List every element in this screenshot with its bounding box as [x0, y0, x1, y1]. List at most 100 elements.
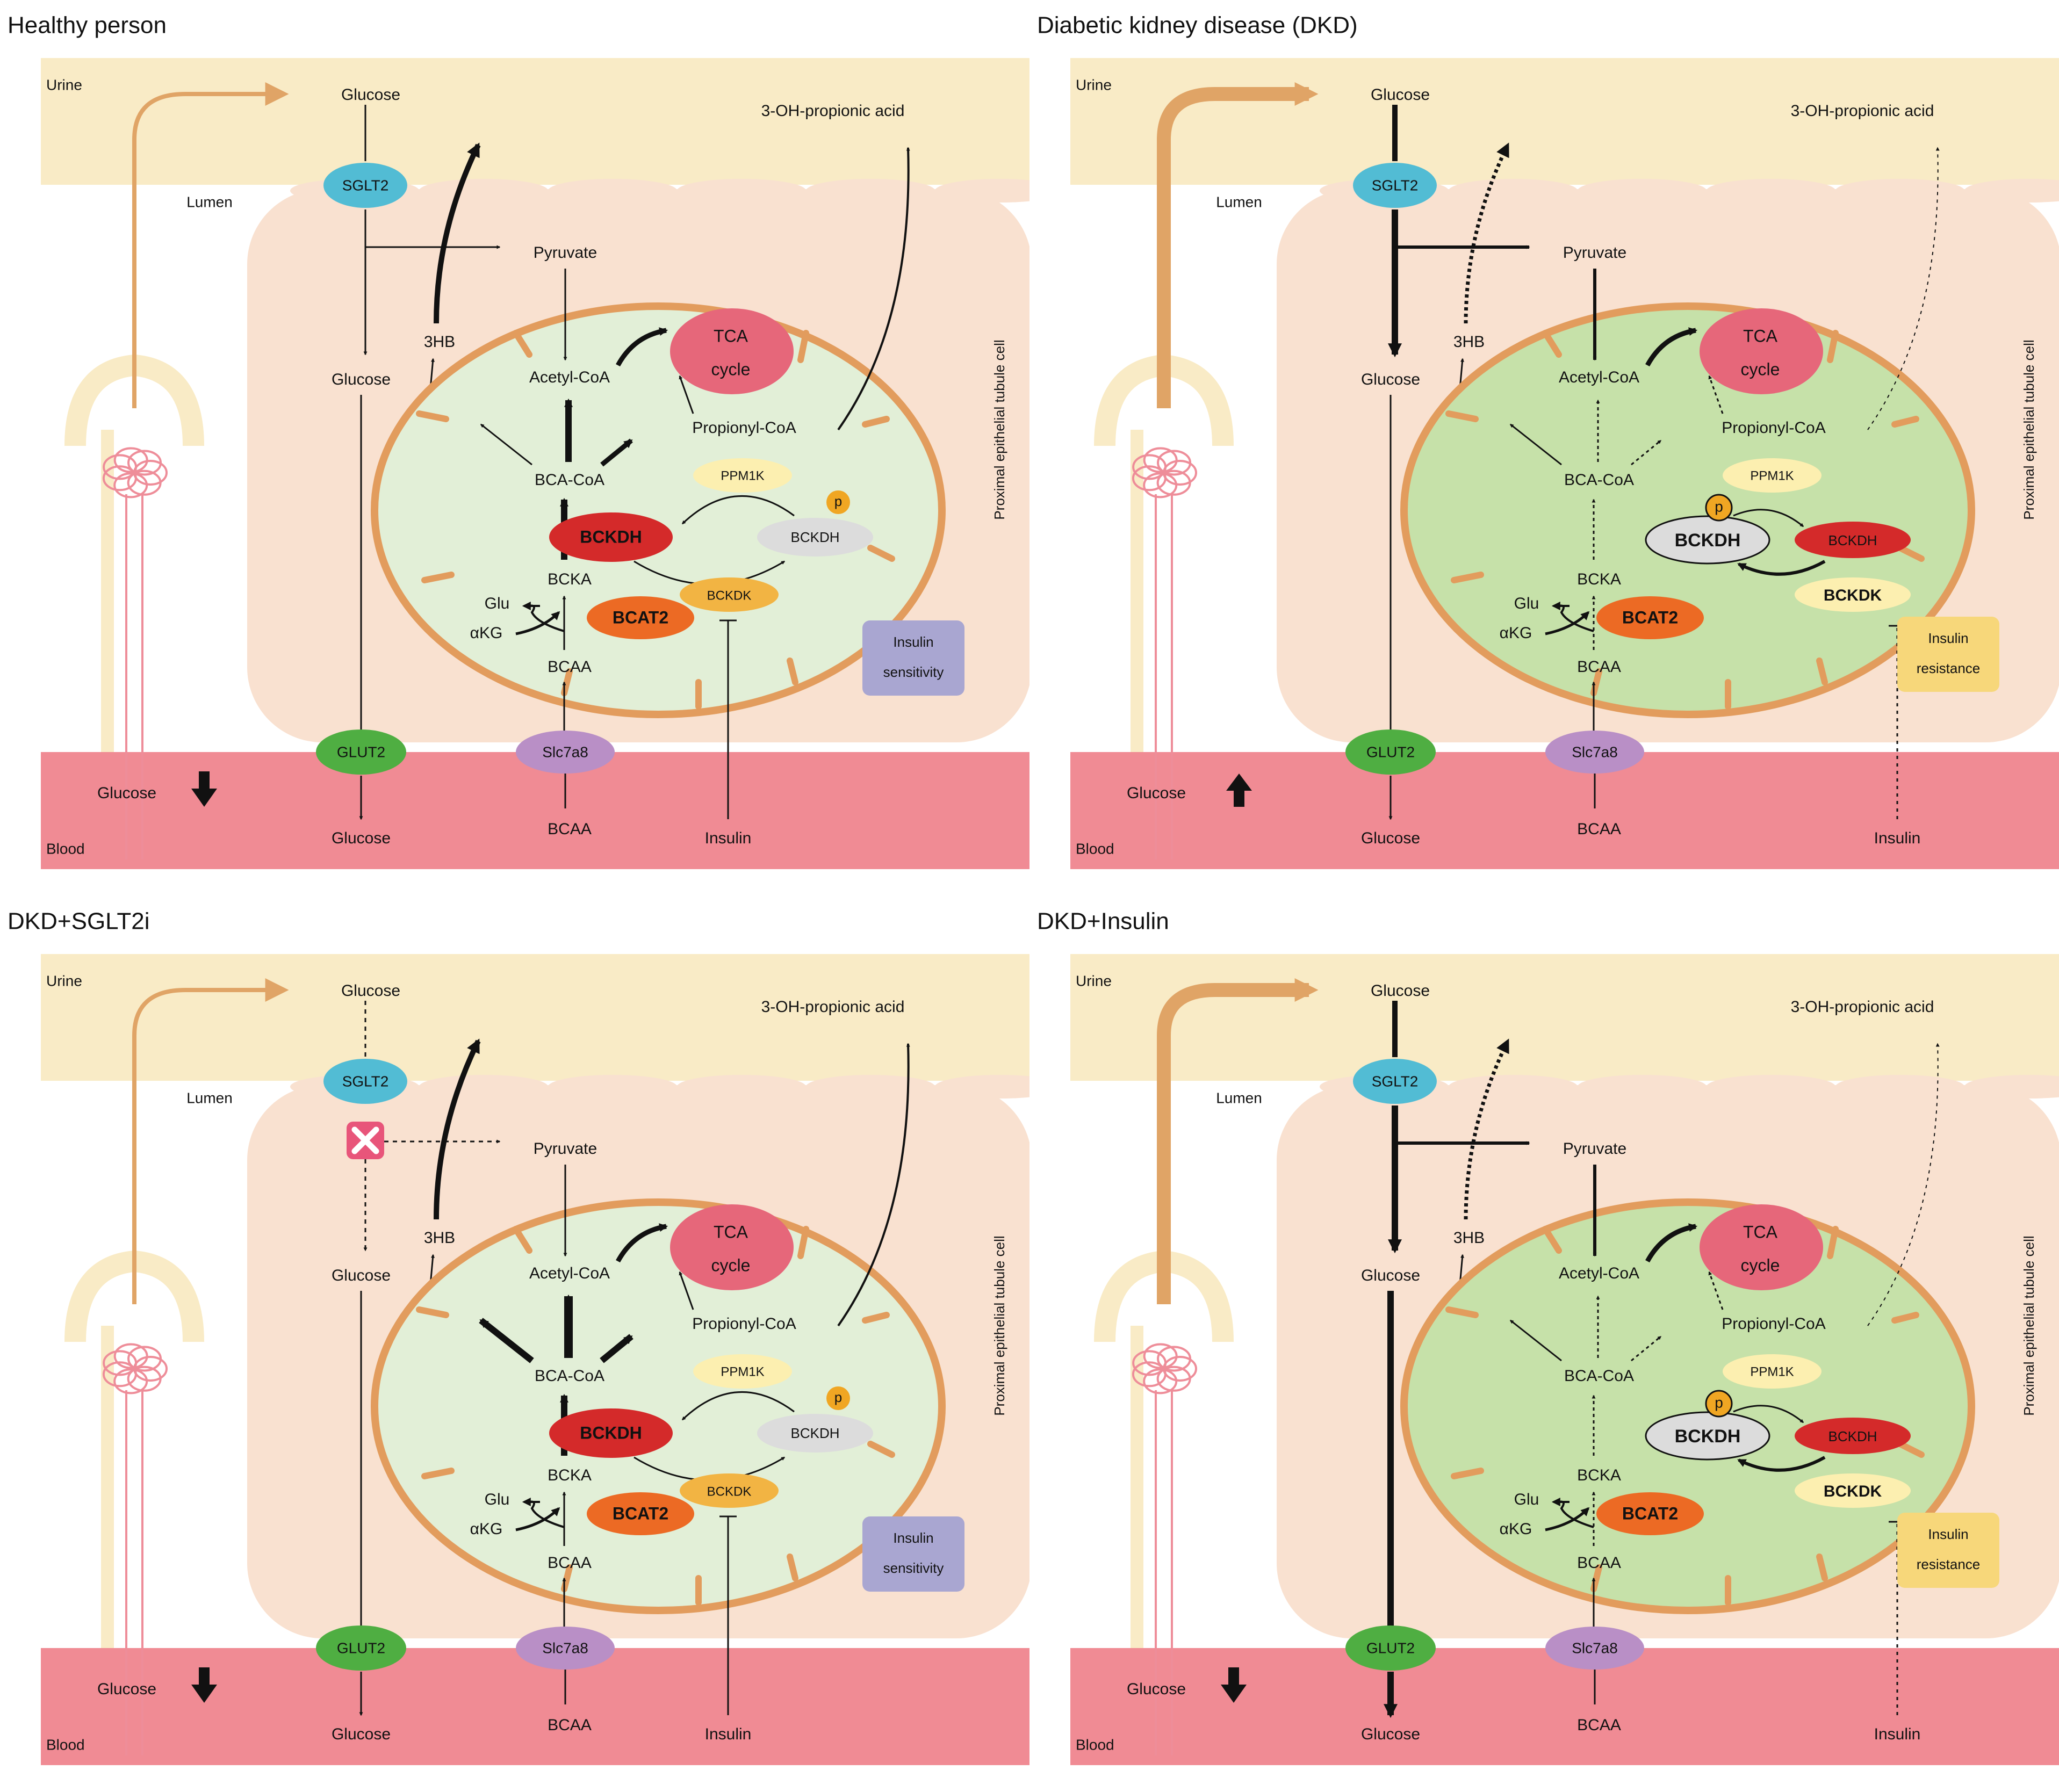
insulin-status-box [862, 1516, 964, 1592]
mitochondrion-membrane [371, 302, 946, 718]
microvillus-bump [1707, 179, 1835, 203]
bca-coa-label: BCA-CoA [1564, 471, 1634, 489]
blood-glucose-label: Glucose [332, 829, 391, 847]
glomerulus-loop [127, 1346, 162, 1372]
crista [1827, 330, 1839, 363]
cell-label: Proximal epithelial tubule cell [991, 1235, 1007, 1415]
bckdh-active-label: BCKDH [580, 1423, 642, 1442]
glomerulus-loop [113, 1368, 148, 1394]
propionate-export-arrow [837, 147, 910, 431]
bcka-label: BCKA [548, 570, 592, 588]
bcka-label: BCKA [548, 1466, 592, 1484]
ppm1k-label: PPM1K [721, 468, 764, 483]
dephosphorylation-arrow [681, 495, 795, 525]
crista [421, 1468, 455, 1479]
bcaa-label: BCAA [1577, 1554, 1621, 1572]
glut2-label: GLUT2 [337, 743, 385, 760]
ohpa-label: 3-OH-propionic acid [761, 998, 905, 1016]
tca-label-1: TCA [1743, 1222, 1778, 1241]
pyruvate-label: Pyruvate [534, 244, 597, 262]
bcat2-enzyme [587, 596, 694, 639]
pyruvate-label: Pyruvate [534, 1140, 597, 1158]
bckdk-label: BCKDK [1824, 1483, 1882, 1500]
slc7a8-label: Slc7a8 [1572, 1639, 1618, 1656]
dephosphorylation-arrow [1733, 1405, 1804, 1424]
crista [1542, 330, 1562, 358]
sglt2-label: SGLT2 [342, 177, 389, 193]
slc7a8-label: Slc7a8 [542, 1639, 588, 1656]
akg-to-glu-arrow [1545, 1507, 1590, 1531]
ppm1k-enzyme [693, 1354, 792, 1389]
bckdh-inactive-label: BCKDH [790, 1425, 839, 1441]
dephosphorylation-arrow [681, 1391, 795, 1421]
lumen-label: Lumen [1216, 193, 1262, 210]
propionate-export-arrow [1867, 1043, 1940, 1326]
bckdk-label: BCKDK [707, 588, 752, 603]
acetyl-to-tca-arrow [616, 327, 668, 367]
glut2-label: GLUT2 [1366, 1639, 1415, 1656]
bckdk-enzyme [1795, 1473, 1911, 1508]
glomerulus-loop [127, 450, 162, 476]
microvillus-bump [677, 1075, 806, 1099]
bckdh-active-label: BCKDH [1828, 1428, 1877, 1444]
crista [1451, 1468, 1484, 1479]
bcat2-label: BCAT2 [613, 608, 668, 627]
propionyl-coa-label: Propionyl-CoA [692, 1315, 796, 1333]
glu-label: Glu [485, 1491, 510, 1508]
crista [862, 416, 890, 428]
phospho-label: p [1715, 1394, 1723, 1411]
crista [1590, 668, 1602, 696]
acetyl-to-tca-arrow [1645, 327, 1698, 367]
panel-title: DKD+SGLT2i [8, 908, 150, 935]
crista [1816, 657, 1828, 685]
glomerulus-loop [1157, 1346, 1192, 1372]
bcaa-label: BCAA [1577, 658, 1621, 676]
crista [421, 572, 455, 583]
slc7a8-transporter [516, 731, 615, 774]
glu-label: Glu [1514, 595, 1539, 612]
urine-label: Urine [1076, 76, 1112, 93]
insulin-status-box [862, 620, 964, 696]
bckdh-active-enzyme [549, 512, 673, 562]
crista [1827, 1226, 1839, 1259]
microvillus-bump [1707, 1075, 1835, 1099]
diagram-svg: Diabetic kidney disease (DKD)UrineBloodP… [1037, 12, 2059, 869]
crista [513, 1226, 532, 1254]
hb-to-urine-arrow [1464, 1038, 1510, 1220]
akg-to-glu-arrow [1545, 611, 1590, 635]
blood-bcaa-label: BCAA [548, 1716, 592, 1734]
propionyl-to-tca-arrow [679, 375, 694, 414]
urine-label: Urine [46, 76, 82, 93]
urine-glucose-label: Glucose [341, 86, 400, 104]
tca-cycle [1700, 308, 1823, 394]
crista [561, 1564, 573, 1592]
glucose-up-arrow-icon [1226, 774, 1252, 807]
insulin-label: Insulin [1874, 1725, 1921, 1743]
bcacoa-to-acac-arrow [1509, 423, 1562, 466]
crista [867, 1441, 895, 1458]
glut2-label: GLUT2 [1366, 743, 1415, 760]
bckdh-inactive-enzyme [757, 518, 873, 557]
glomerulus-loop [127, 1365, 162, 1392]
bcat2-enzyme [587, 1492, 694, 1535]
glut2-label: GLUT2 [337, 1639, 385, 1656]
akg-label: αKG [1500, 1520, 1532, 1538]
blood-label: Blood [46, 1736, 85, 1753]
tca-label-2: cycle [1741, 359, 1780, 379]
urine-glucose-label: Glucose [341, 982, 400, 1000]
microvillus-bump [1449, 1075, 1578, 1099]
microvillus-bump [677, 179, 806, 203]
crista [1891, 1312, 1919, 1324]
mitochondrion-membrane [1400, 1198, 1975, 1614]
blood-band [1070, 752, 2059, 869]
hb3-label: 3HB [424, 1229, 455, 1247]
propionyl-coa-label: Propionyl-CoA [1722, 419, 1825, 437]
bcacoa-to-acac-arrow [479, 1318, 534, 1363]
microvillus-bump [1578, 1075, 1707, 1099]
crista [862, 1312, 890, 1324]
bcka-label: BCKA [1577, 570, 1621, 588]
tca-label-1: TCA [714, 326, 748, 345]
glomerulus-loop [1157, 450, 1192, 476]
